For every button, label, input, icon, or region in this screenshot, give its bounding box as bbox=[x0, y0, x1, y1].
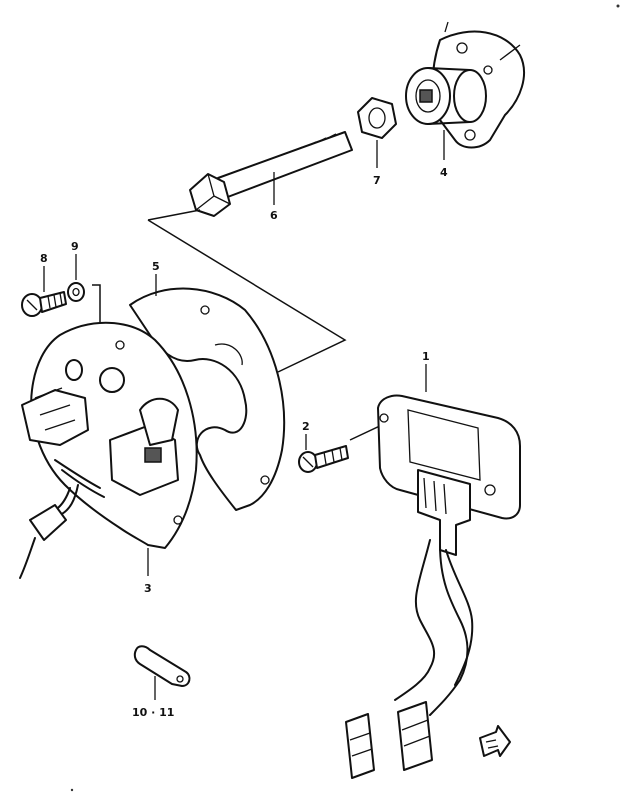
callout-10-11: 10 · 11 bbox=[132, 706, 174, 719]
callout-5: 5 bbox=[152, 260, 160, 273]
callout-4: 4 bbox=[440, 166, 448, 179]
part-2-screw bbox=[298, 445, 349, 473]
part-3-base-plate bbox=[19, 321, 198, 579]
part-1-igniter bbox=[345, 394, 521, 779]
callout-2: 2 bbox=[302, 420, 310, 433]
callout-7: 7 bbox=[373, 174, 381, 187]
part-5-gasket bbox=[129, 287, 286, 511]
part-9-washer bbox=[67, 282, 85, 302]
scan-speck bbox=[70, 788, 74, 792]
callout-8: 8 bbox=[40, 252, 48, 265]
arrow-icon bbox=[479, 725, 511, 757]
part-10-11-clamp bbox=[133, 645, 191, 687]
part-6-bolt bbox=[189, 131, 353, 217]
part-7-nut bbox=[357, 97, 397, 139]
scan-speck bbox=[616, 4, 620, 8]
part-8-screw bbox=[21, 291, 67, 317]
alignment-line bbox=[147, 209, 347, 373]
callout-9: 9 bbox=[71, 240, 79, 253]
callout-1: 1 bbox=[422, 350, 430, 363]
part-4-rotor bbox=[405, 21, 525, 149]
callout-6: 6 bbox=[270, 209, 278, 222]
callout-3: 3 bbox=[144, 582, 152, 595]
